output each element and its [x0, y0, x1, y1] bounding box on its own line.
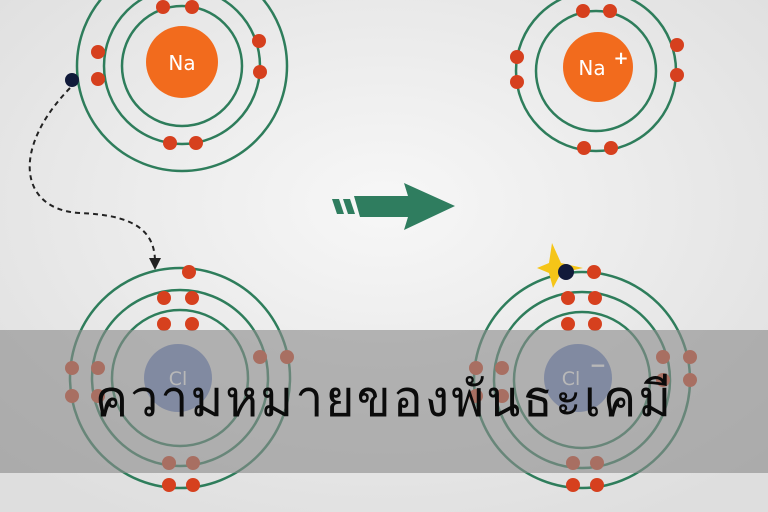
sodium-ion-electrons: [510, 4, 684, 155]
caption-title: ความหมายของพันธะเคมี: [94, 370, 674, 428]
sodium-atom: Na: [65, 0, 289, 173]
gained-electron: [558, 264, 574, 280]
reaction-arrow: [332, 183, 455, 230]
valence-electron: [65, 73, 79, 87]
transfer-arrowhead: [149, 258, 161, 270]
sodium-label: Na: [168, 51, 195, 75]
sodium-nucleus: [146, 26, 218, 98]
sodium-ion-nucleus: [563, 32, 633, 102]
sodium-ion-label: Na: [578, 56, 605, 80]
sodium-ion: Na +: [510, 0, 684, 155]
sodium-electrons: [91, 0, 267, 150]
spark-icon: [537, 243, 583, 288]
electron-transfer-path: [28, 87, 156, 263]
sodium-ion-charge: +: [613, 48, 628, 69]
caption-banner: [0, 330, 768, 473]
